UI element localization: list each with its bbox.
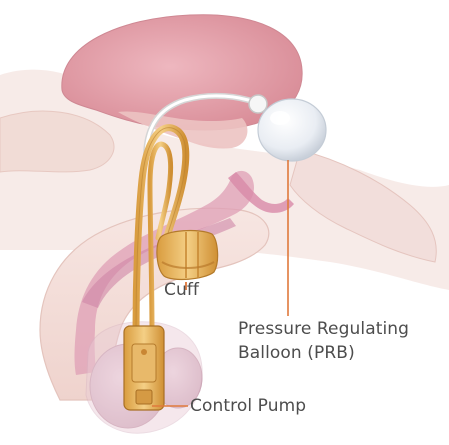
control-pump-button — [136, 390, 152, 404]
prb-label-line-2: Balloon (PRB) — [238, 343, 355, 364]
balloon-highlight — [270, 111, 290, 125]
cuff-label: Cuff — [164, 280, 199, 301]
cuff — [157, 231, 218, 280]
control-pump-indicator — [141, 349, 147, 355]
pressure-regulating-balloon — [258, 99, 326, 161]
balloon-connector — [249, 95, 267, 113]
prb-label-line-1: Pressure Regulating — [238, 319, 409, 340]
control-pump-label: Control Pump — [190, 396, 306, 417]
